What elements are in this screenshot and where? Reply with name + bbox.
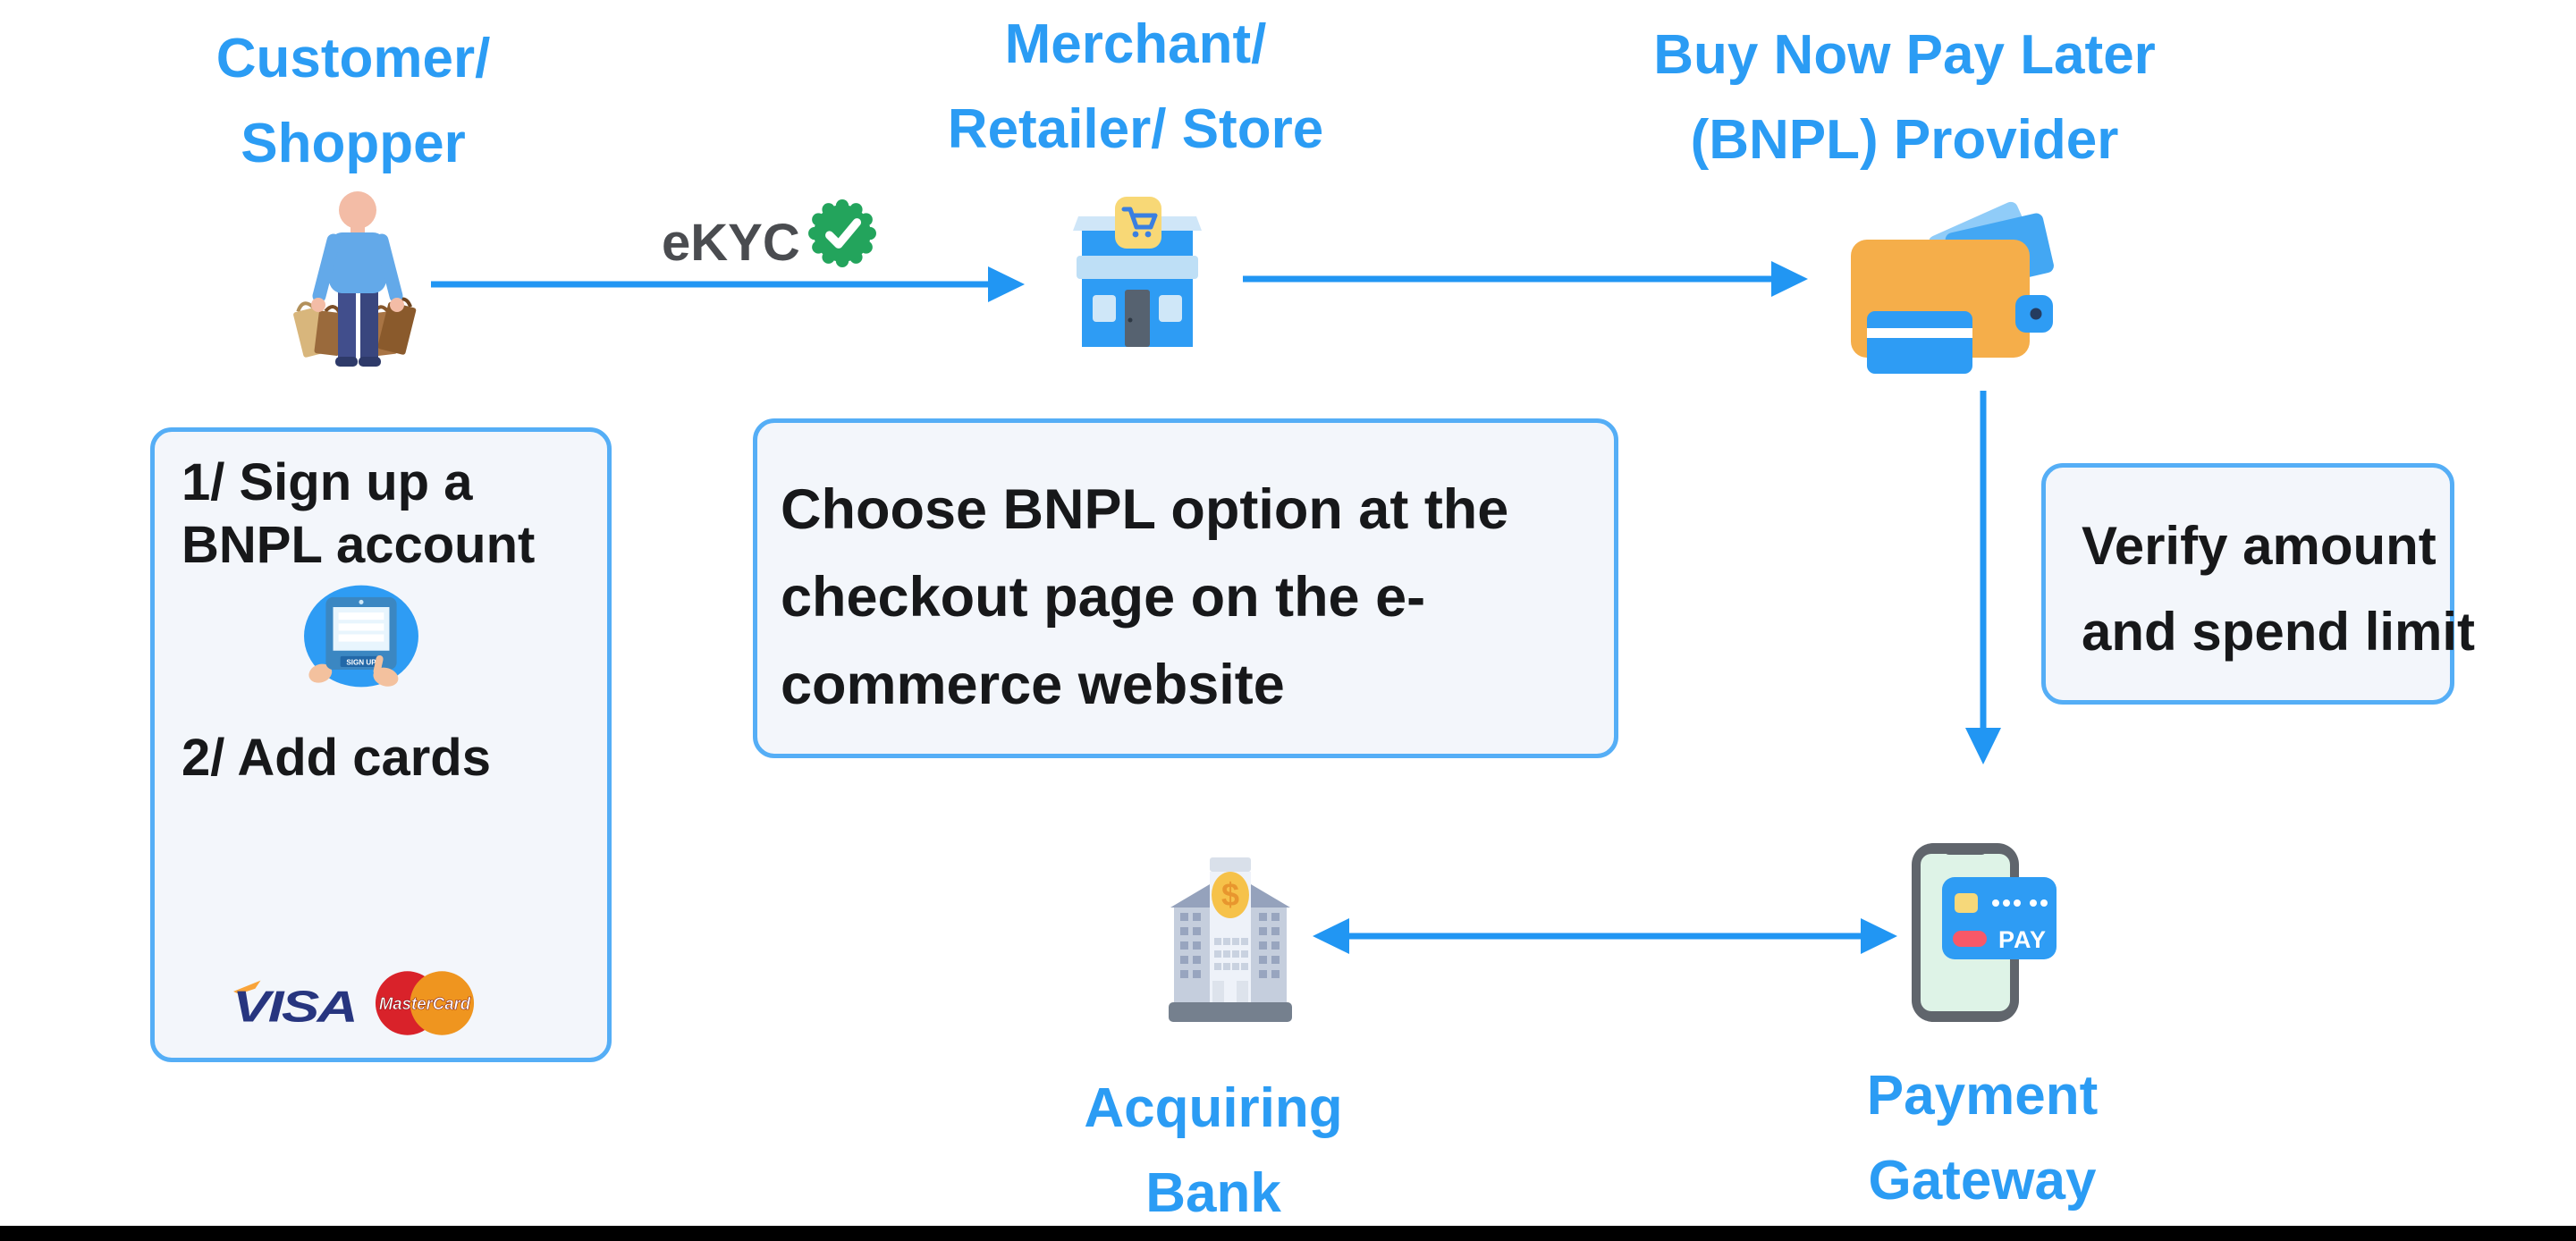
arrow-bank-gateway-bidirectional: [1313, 918, 1897, 954]
gateway-label-line2: Gateway: [1868, 1150, 2097, 1211]
ekyc-label: eKYC: [662, 214, 800, 272]
mastercard-logo: MasterCard: [375, 971, 475, 1035]
pay-card: PAY: [1942, 877, 2057, 959]
step1-line1: 1/ Sign up a: [182, 453, 473, 511]
merchant-label: Merchant/ Retailer/ Store: [948, 2, 1323, 172]
storefront-icon: [1073, 197, 1202, 347]
bank-tower-windows: [1214, 938, 1248, 970]
visa-logo: VISA: [232, 980, 358, 1027]
phone-pay-icon: PAY: [1912, 843, 2057, 1022]
verify-line1: Verify amount: [2082, 516, 2437, 576]
customer-label-line2: Shopper: [241, 113, 466, 174]
checkout-line1: Choose BNPL option at the: [781, 478, 1509, 541]
bank-label-line2: Bank: [1145, 1162, 1281, 1224]
merchant-label-line1: Merchant/: [1004, 13, 1267, 75]
mastercard-wordmark: MasterCard: [379, 995, 472, 1014]
bank-windows: [1180, 913, 1280, 978]
checkout-line2: checkout page on the e-: [781, 566, 1426, 629]
pay-card-label: PAY: [1998, 926, 2047, 953]
bnpl-label-line2: (BNPL) Provider: [1690, 109, 2119, 171]
acquiring-bank-label: Acquiring Bank: [1084, 1066, 1342, 1236]
arrow-customer-to-merchant: [431, 266, 1025, 302]
step1-line2: BNPL account: [182, 516, 536, 574]
visa-wordmark: VISA: [232, 983, 356, 1027]
cart-sign: [1115, 197, 1161, 249]
tablet-signup-icon: SIGN UP: [304, 585, 418, 688]
customer-label-line1: Customer/: [215, 28, 491, 89]
signup-steps-box: 1/ Sign up a BNPL account SIGN UP 2/ Add…: [150, 427, 612, 1062]
bnpl-provider-label: Buy Now Pay Later (BNPL) Provider: [1653, 13, 2156, 182]
bank-building-icon: $: [1169, 857, 1292, 1022]
bank-coin-dollar: $: [1221, 876, 1239, 913]
arrow-bnpl-to-gateway: [1965, 391, 2001, 764]
verified-badge-icon: [808, 199, 876, 267]
bank-label-line1: Acquiring: [1084, 1077, 1343, 1139]
verify-info-box: Verify amount and spend limit: [2041, 463, 2475, 705]
payment-gateway-label: Payment Gateway: [1867, 1053, 2098, 1223]
step2-line: 2/ Add cards: [182, 729, 491, 787]
merchant-label-line2: Retailer/ Store: [947, 98, 1324, 160]
bnpl-label-line1: Buy Now Pay Later: [1653, 24, 2156, 86]
signup-button-label: SIGN UP: [346, 658, 376, 666]
gateway-label-line1: Payment: [1866, 1065, 2099, 1127]
arrow-merchant-to-bnpl: [1243, 261, 1808, 297]
wallet-cards-icon: [1851, 201, 2054, 374]
verify-line2: and spend limit: [2082, 602, 2476, 662]
customer-label: Customer/ Shopper: [216, 16, 491, 186]
checkout-line3: commerce website: [781, 654, 1285, 716]
customer-shopper-icon: [293, 191, 417, 367]
bottom-black-bar: [0, 1226, 2576, 1241]
checkout-info-box: Choose BNPL option at the checkout page …: [753, 418, 1618, 758]
